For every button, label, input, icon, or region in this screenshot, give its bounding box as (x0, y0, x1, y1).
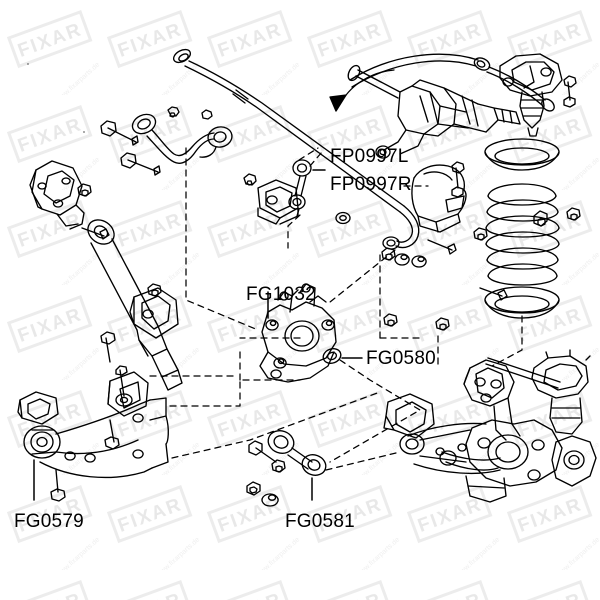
label-fp0997r: FP0997R (330, 174, 412, 195)
label-fg0580: FG0580 (366, 348, 436, 369)
label-fg0579: FG0579 (14, 511, 84, 532)
label-fg1032: FG1032 (246, 284, 316, 305)
label-fp0997l: FP0997L (330, 146, 409, 167)
label-fg0581: FG0581 (285, 511, 355, 532)
